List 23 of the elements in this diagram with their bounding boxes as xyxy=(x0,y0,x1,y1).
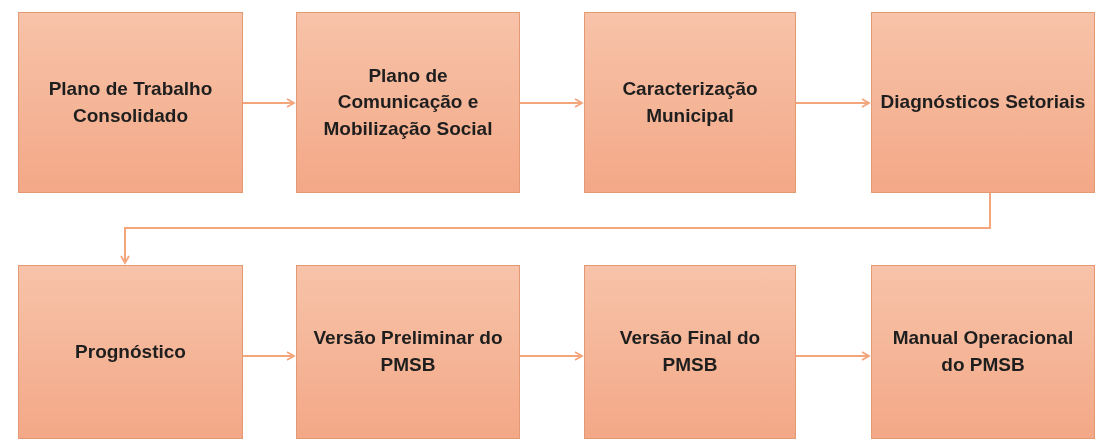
arrow xyxy=(519,351,583,361)
process-box xyxy=(18,12,243,193)
box-label: Manual Operacional do PMSB xyxy=(891,326,1075,377)
process-box xyxy=(584,12,796,193)
process-box xyxy=(871,12,1095,193)
arrow xyxy=(242,351,295,361)
arrow xyxy=(795,98,870,108)
process-box xyxy=(584,265,796,439)
box-label: Plano de Trabalho Consolidado xyxy=(47,76,214,128)
box-label: Versão Final do PMSB xyxy=(618,326,762,377)
process-box xyxy=(18,265,243,439)
box-label: Plano de Comunicação e Mobilização Social xyxy=(322,63,494,141)
arrow xyxy=(795,351,870,361)
arrow xyxy=(120,192,991,264)
process-box xyxy=(871,265,1095,439)
box-label: Caracterização Municipal xyxy=(621,76,759,128)
box-label: Versão Preliminar do PMSB xyxy=(312,326,504,377)
process-box xyxy=(296,12,520,193)
arrow xyxy=(519,98,583,108)
process-box xyxy=(296,265,520,439)
box-label: Diagnósticos Setoriais xyxy=(880,90,1086,115)
arrow xyxy=(242,98,295,108)
box-label: Prognóstico xyxy=(75,339,186,364)
